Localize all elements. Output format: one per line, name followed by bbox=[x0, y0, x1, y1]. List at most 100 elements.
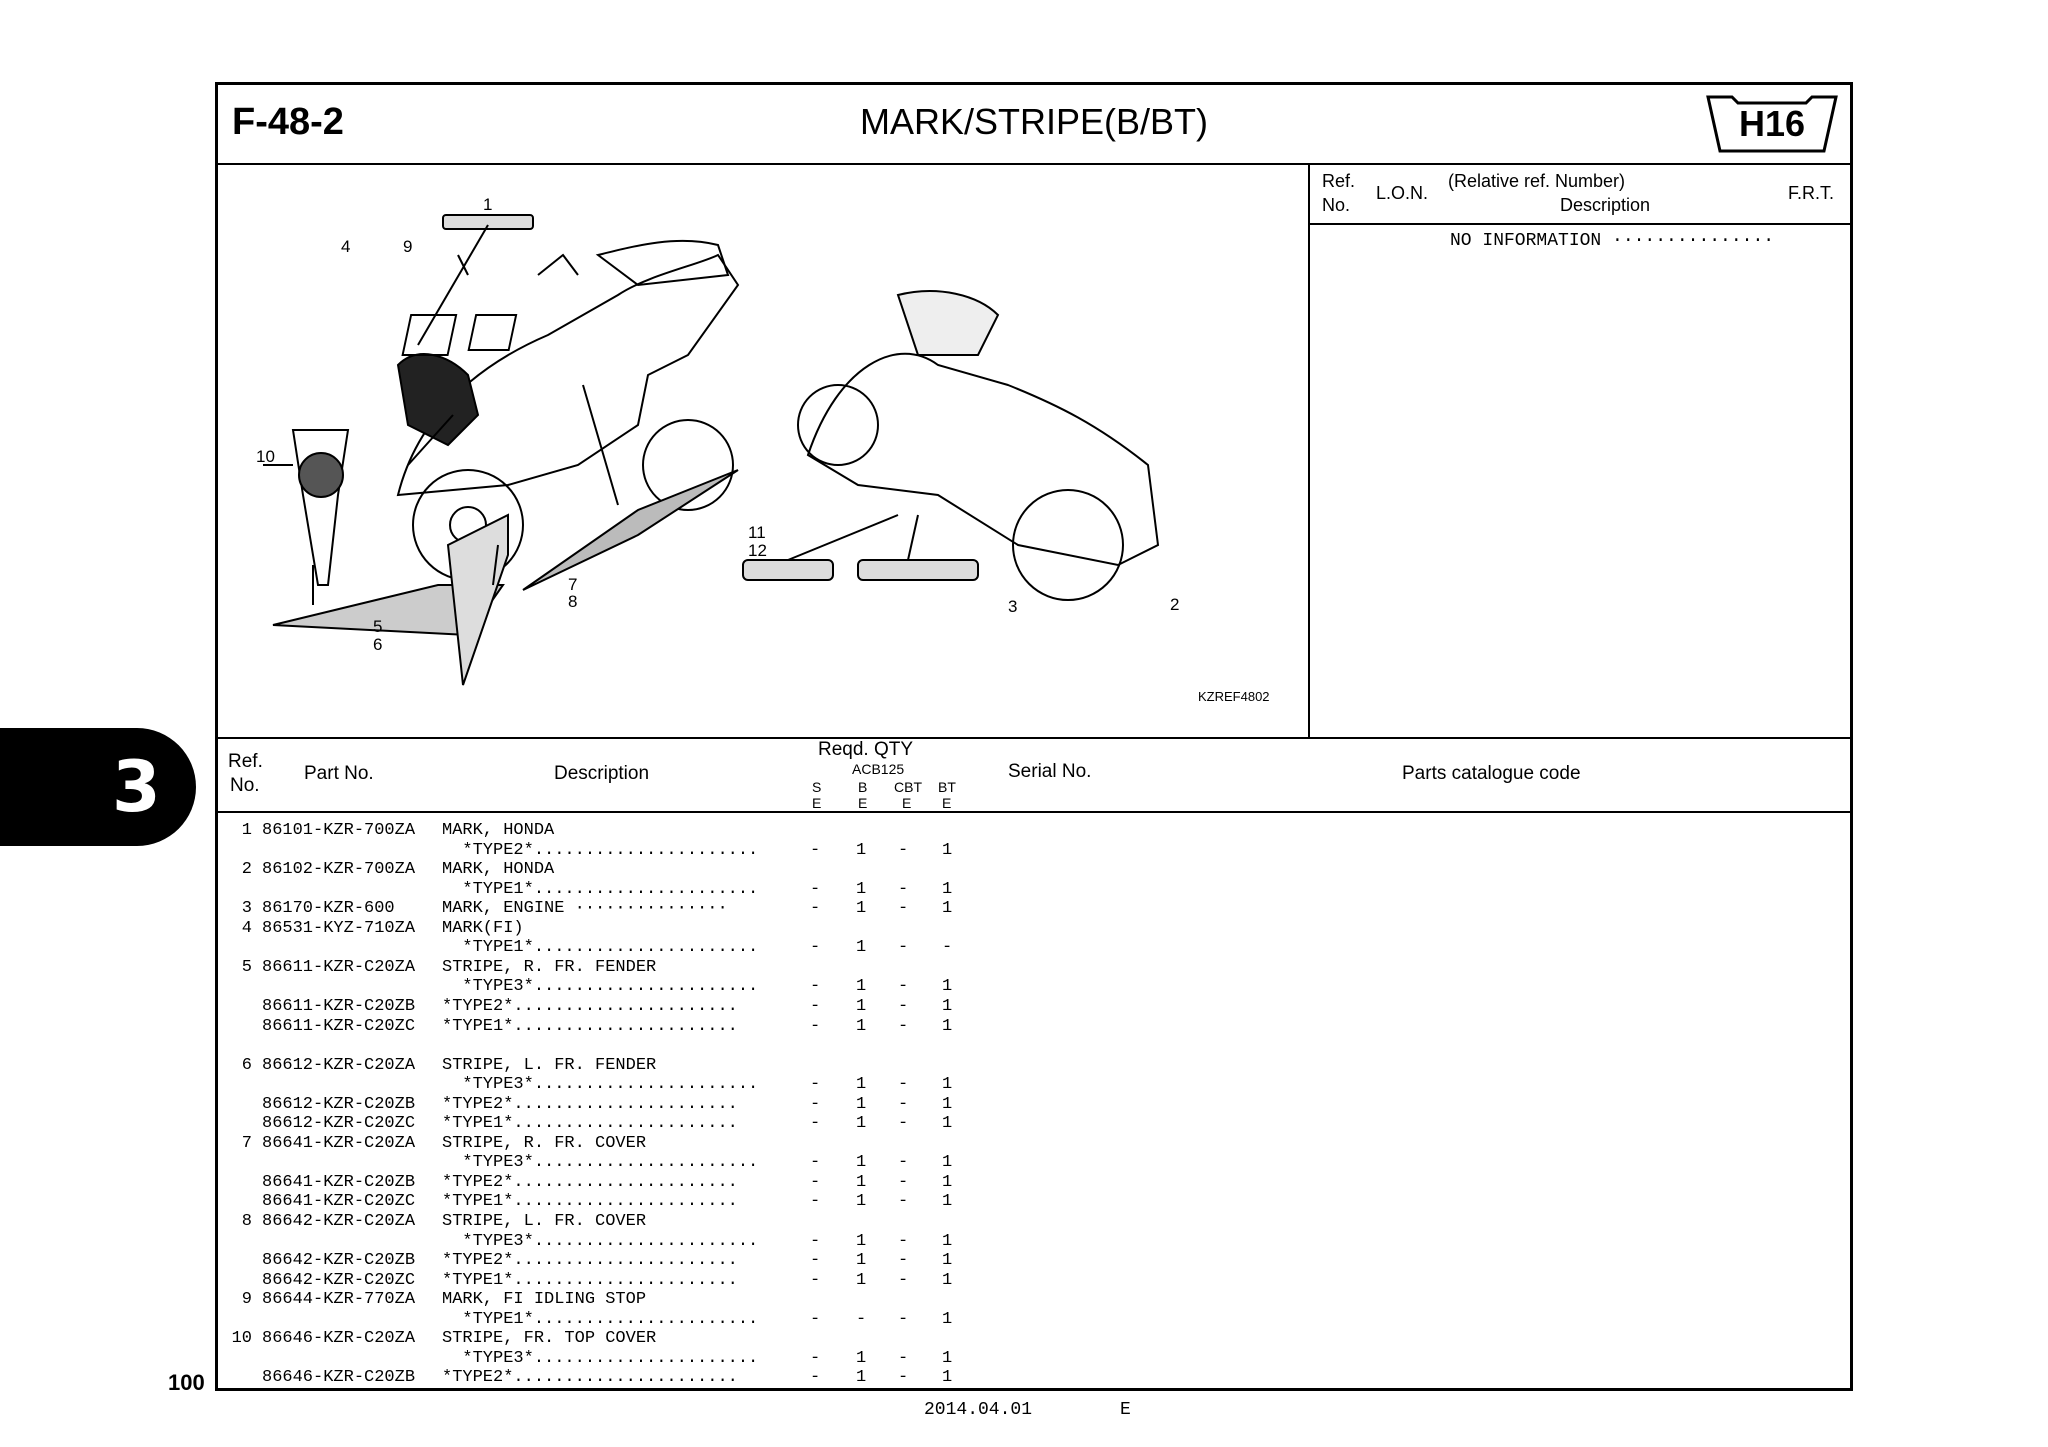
cell-desc: MARK, HONDA bbox=[442, 860, 555, 880]
cell-part: 86531-KYZ-710ZA bbox=[262, 918, 416, 938]
cell-desc: MARK, FI IDLING STOP bbox=[442, 1290, 647, 1310]
cell-part: 86641-KZR-C20ZB bbox=[262, 1172, 416, 1192]
frt-label: F.R.T. bbox=[1788, 183, 1835, 203]
cell-s: - bbox=[810, 996, 821, 1016]
cell-bt: 1 bbox=[942, 899, 953, 919]
col-bt-bottom: E bbox=[942, 795, 952, 811]
cell-part: 86644-KZR-770ZA bbox=[262, 1290, 416, 1310]
cell-desc: STRIPE, R. FR. FENDER bbox=[442, 957, 657, 977]
col-catalogue-code: Parts catalogue code bbox=[1402, 763, 1581, 784]
cell-desc: *TYPE2*...................... bbox=[442, 1094, 738, 1114]
cell-b: 1 bbox=[856, 1192, 867, 1212]
page-header: F-48-2 MARK/STRIPE(B/BT) H16 bbox=[218, 85, 1850, 165]
cell-s: - bbox=[810, 1368, 821, 1388]
cell-part: 86101-KZR-700ZA bbox=[262, 821, 416, 840]
table-row: 86612-KZR-C20ZB *TYPE2*..................… bbox=[218, 1095, 1850, 1114]
col-no-label: No. bbox=[230, 775, 260, 796]
cell-part: 86642-KZR-C20ZC bbox=[262, 1270, 416, 1290]
col-model: ACB125 bbox=[852, 761, 905, 777]
cell-cbt: - bbox=[898, 1348, 909, 1368]
cell-desc: *TYPE1*...................... bbox=[442, 1114, 738, 1134]
cell-s: - bbox=[810, 1094, 821, 1114]
cell-b: 1 bbox=[856, 1016, 867, 1036]
cell-b: 1 bbox=[856, 840, 867, 860]
cell-desc: *TYPE3*...................... bbox=[442, 1153, 759, 1173]
cell-b: 1 bbox=[856, 996, 867, 1016]
cell-part: 86102-KZR-700ZA bbox=[262, 860, 416, 880]
badge-outline-icon bbox=[1706, 95, 1838, 153]
table-row: *TYPE3*......................-1-1 bbox=[218, 1075, 1850, 1094]
col-reqd-qty: Reqd. QTY bbox=[818, 739, 914, 760]
cell-cbt: - bbox=[898, 1270, 909, 1290]
cell-ref: 3 bbox=[241, 899, 252, 919]
ref-label: Ref. bbox=[1322, 171, 1356, 191]
cell-bt: 1 bbox=[942, 1270, 953, 1290]
cell-s: - bbox=[810, 1075, 821, 1095]
cell-desc: *TYPE2*...................... bbox=[442, 1368, 738, 1388]
page-title: MARK/STRIPE(B/BT) bbox=[859, 101, 1209, 142]
cell-cbt: - bbox=[898, 1114, 909, 1134]
table-row: 86642-KZR-C20ZC *TYPE1*..................… bbox=[218, 1271, 1850, 1290]
col-ref-label: Ref. bbox=[228, 751, 263, 772]
cell-cbt: - bbox=[898, 1075, 909, 1095]
cell-part: 86612-KZR-C20ZB bbox=[262, 1094, 416, 1114]
cell-bt: 1 bbox=[942, 977, 953, 997]
cell-bt: 1 bbox=[942, 840, 953, 860]
cell-desc: *TYPE1*...................... bbox=[442, 1309, 759, 1329]
cell-s: - bbox=[810, 1309, 821, 1329]
cell-b: 1 bbox=[856, 899, 867, 919]
callout-8: 8 bbox=[568, 592, 578, 611]
col-bt-top: BT bbox=[938, 779, 956, 795]
cell-b: 1 bbox=[856, 1270, 867, 1290]
cell-part: 86642-KZR-C20ZB bbox=[262, 1251, 416, 1271]
cell-b: 1 bbox=[856, 1368, 867, 1388]
cell-part: 86612-KZR-C20ZA bbox=[262, 1055, 416, 1075]
model-badge-label: H16 bbox=[1738, 103, 1806, 144]
cell-s: - bbox=[810, 1153, 821, 1173]
callout-10: 10 bbox=[256, 447, 275, 466]
table-row: 86611-KZR-C20ZC*TYPE1*..................… bbox=[218, 1017, 1850, 1036]
cell-cbt: - bbox=[898, 996, 909, 1016]
cell-s: - bbox=[810, 938, 821, 958]
section-tab: 3 bbox=[0, 728, 196, 846]
table-row: 86641-KZR-C20ZB*TYPE2*..................… bbox=[218, 1173, 1850, 1192]
cell-ref: 5 bbox=[241, 957, 252, 977]
cell-s: - bbox=[810, 1016, 821, 1036]
footer-date: 2014.04.01 bbox=[924, 1400, 1033, 1420]
table-row: 86642-KZR-C20ZB*TYPE2*..................… bbox=[218, 1251, 1850, 1270]
cell-bt: 1 bbox=[942, 1075, 953, 1095]
table-row: 86646-KZR-C20ZB*TYPE2*..................… bbox=[218, 1368, 1850, 1387]
cell-cbt: - bbox=[898, 1309, 909, 1329]
table-row: *TYPE2*......................-1-1 bbox=[218, 841, 1850, 860]
cell-part: 86170-KZR-600 bbox=[262, 899, 395, 919]
cell-cbt: - bbox=[898, 840, 909, 860]
cell-cbt: - bbox=[898, 879, 909, 899]
col-s-top: S bbox=[812, 779, 822, 795]
cell-ref: 2 bbox=[241, 860, 252, 880]
cell-bt: 1 bbox=[942, 1231, 953, 1251]
cell-desc: *TYPE1*...................... bbox=[442, 1016, 738, 1036]
cell-cbt: - bbox=[898, 1153, 909, 1173]
col-serial-no: Serial No. bbox=[1008, 761, 1092, 782]
cell-desc: STRIPE, FR. TOP COVER bbox=[442, 1329, 657, 1349]
cell-ref: 6 bbox=[241, 1055, 252, 1075]
lon-label: L.O.N. bbox=[1376, 183, 1429, 203]
cell-desc: *TYPE3*...................... bbox=[442, 1075, 759, 1095]
cell-bt: 1 bbox=[942, 1368, 953, 1388]
cell-cbt: - bbox=[898, 1368, 909, 1388]
section-tab-number: 3 bbox=[112, 746, 161, 828]
callout-11: 11 bbox=[748, 523, 766, 542]
cell-s: - bbox=[810, 879, 821, 899]
col-cbt-bottom: E bbox=[902, 795, 912, 811]
cell-bt: 1 bbox=[942, 996, 953, 1016]
cell-s: - bbox=[810, 1114, 821, 1134]
cell-desc: *TYPE1*...................... bbox=[442, 1270, 738, 1290]
table-row: *TYPE3*......................-1-1 bbox=[218, 1349, 1850, 1368]
table-row: *TYPE1*......................---1 bbox=[218, 1310, 1850, 1329]
table-row: 86612-KZR-C20ZC*TYPE1*..................… bbox=[218, 1114, 1850, 1133]
cell-bt: 1 bbox=[942, 1192, 953, 1212]
